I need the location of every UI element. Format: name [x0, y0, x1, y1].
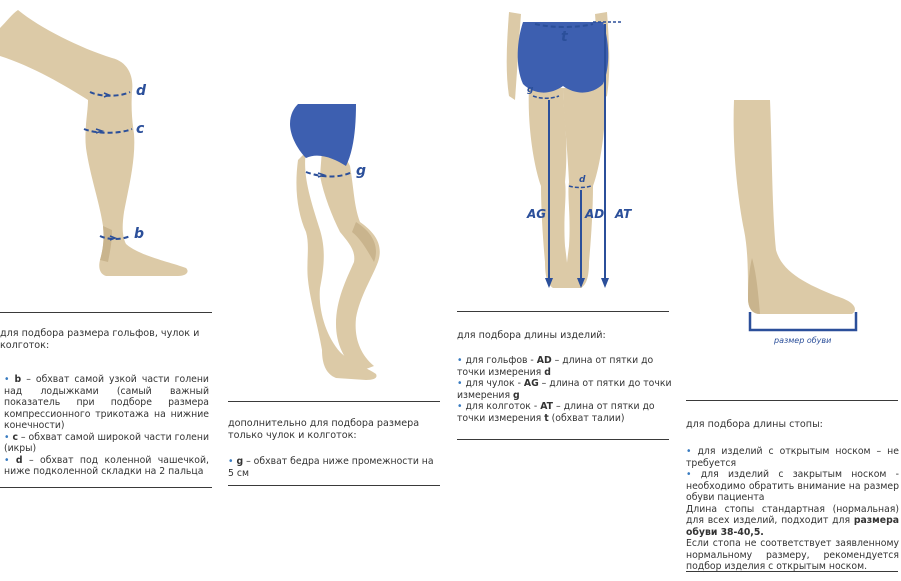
divider-bottom [228, 485, 440, 486]
underwear-back [517, 22, 609, 93]
list-item: • для гольфов - AD – длина от пятки до т… [457, 355, 654, 378]
list-item: • для изделий с открытым носком – не тре… [686, 446, 899, 469]
calf-shape [0, 10, 188, 276]
list-item: • g – обхват бедра ниже промежности на 5… [228, 456, 434, 479]
divider-top [0, 312, 212, 313]
panel-calf: d c b для подбора размера гольфов, чулок… [0, 0, 215, 581]
measure-c [83, 128, 133, 134]
list-item: • для колготок - AT – длина от пятки до … [457, 401, 655, 424]
foot-shade [748, 258, 760, 314]
label-g: g [527, 85, 534, 95]
calf-shade [100, 226, 112, 262]
divider-bottom [0, 487, 212, 488]
list-item: • для чулок - AG – длина от пятки до точ… [457, 378, 672, 401]
measure-t [534, 21, 623, 28]
panel3-bullets: • для гольфов - AD – длина от пятки до т… [457, 355, 673, 424]
arrow-ag [545, 100, 553, 288]
arrow-ad [577, 190, 585, 288]
calf-illustration: d c b [0, 10, 188, 276]
panel1-heading: для подбора размера гольфов, чулок и кол… [0, 328, 200, 351]
arrow-at [601, 24, 609, 288]
panel2-bullets: • g – обхват бедра ниже промежности на 5… [228, 456, 442, 479]
panel-back: t g d AG AD AT для подбора длины изделий… [457, 0, 677, 581]
paragraph: Длина стопы стандартная (нормальная) для… [686, 503, 899, 538]
panel-thigh: g дополнительно для подбора размера толь… [228, 0, 443, 581]
underwear [290, 104, 356, 166]
label-foot: размер обуви [773, 336, 831, 345]
measure-g [532, 95, 560, 99]
measure-g [305, 171, 353, 178]
label-d: d [579, 175, 586, 185]
label-ag: AG [526, 207, 546, 221]
measure-foot [748, 312, 858, 332]
measure-b [99, 235, 131, 241]
paragraph: Если стопа не соответствует заявленному … [686, 538, 899, 572]
panel3-heading: для подбора длины изделий: [457, 330, 606, 341]
divider-bottom [457, 439, 669, 440]
divider-top [457, 311, 669, 312]
list-item: • b – обхват самой узкой части голени на… [4, 374, 209, 431]
list-item: • d – обхват под коленной чашечкой, ниже… [4, 454, 209, 478]
label-t: t [561, 29, 569, 45]
panel1-bullets: • b – обхват самой узкой части голени на… [4, 374, 209, 478]
back-illustration: t g d AG AD AT [506, 12, 632, 288]
left-arm [506, 12, 521, 100]
foot-shape [733, 100, 855, 314]
label-at: AT [614, 207, 632, 221]
measure-d [568, 185, 592, 189]
foot-illustration: размер обуви [733, 100, 858, 345]
knee-shade [352, 222, 376, 262]
measure-d [89, 91, 131, 98]
panel2-heading: дополнительно для подбора размера только… [228, 418, 420, 441]
panel4-heading: для подбора длины стопы: [686, 419, 823, 430]
divider-top [228, 401, 440, 402]
thigh-illustration: g [290, 104, 380, 380]
divider-bottom [686, 571, 898, 572]
label-c: c [136, 121, 145, 137]
label-ad: AD [584, 207, 604, 221]
label-d: d [136, 83, 147, 99]
label-b: b [134, 226, 144, 242]
panel-foot: размер обуви для подбора длины стопы: • … [686, 0, 901, 581]
divider-top [686, 400, 898, 401]
list-item: • для изделий с закрытым носком - необхо… [686, 469, 899, 503]
panel4-bullets: • для изделий с открытым носком – не тре… [686, 446, 899, 573]
label-g: g [356, 163, 366, 179]
leg-shape [296, 152, 377, 380]
leg-shape-back [320, 150, 380, 372]
list-item: • c – обхват самой широкой части голени … [4, 431, 210, 455]
